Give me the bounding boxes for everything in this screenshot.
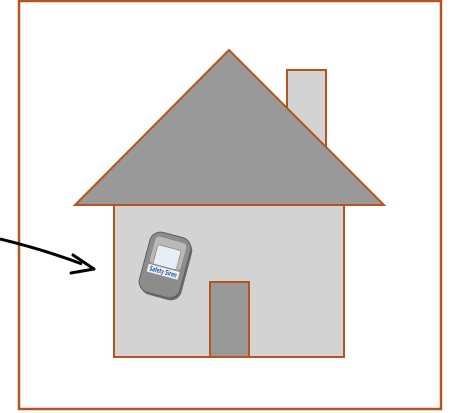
outer-frame [17,0,443,411]
device-screen [153,244,182,270]
house [72,48,387,358]
radon-detector-icon: Safety Siren [138,231,193,301]
arrow-icon [0,237,96,275]
house-door [209,281,250,358]
arrow-head [69,253,96,275]
arrow-shaft [0,237,83,266]
device-brand-stripe [146,263,180,280]
house-roof [72,48,387,206]
